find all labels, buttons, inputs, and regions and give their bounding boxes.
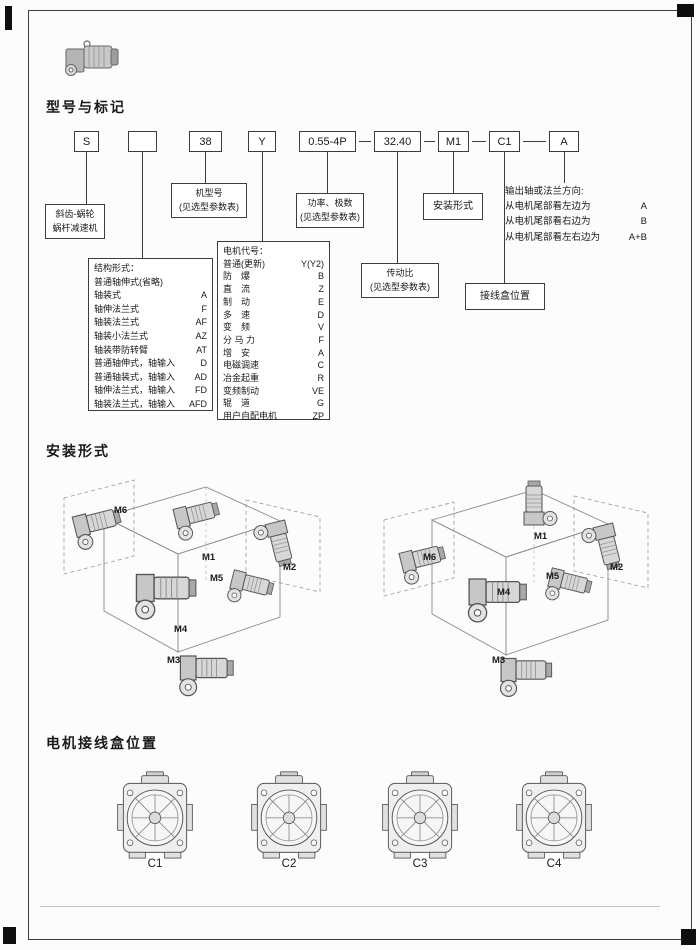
section-title-mounting: 安装形式 — [46, 443, 110, 459]
code-box-terminal: C1 — [489, 131, 520, 152]
connector-dash — [424, 141, 435, 142]
terminal-position-label: C4 — [546, 858, 562, 870]
mounting-position-label: M5 — [210, 573, 224, 584]
connector-line — [327, 152, 328, 193]
direction-row: 从电机尾部看左右边为 A+B — [505, 231, 647, 243]
motor-list-title: 电机代号： — [223, 246, 269, 256]
corner-mark-bottom-right — [681, 929, 696, 945]
connector-line — [86, 152, 87, 204]
terminal-position-label: C2 — [281, 858, 297, 870]
corner-mark-top-left — [5, 6, 12, 30]
code-box-direction: A — [549, 131, 579, 152]
mounting-position-label: M5 — [546, 571, 560, 582]
mounting-position-label: M4 — [497, 587, 511, 598]
terminal-position-label: C3 — [412, 858, 428, 870]
callout-reducer-type: 斜齿-蜗轮 蜗杆减速机 — [45, 204, 105, 239]
direction-row: 从电机尾部看左边为 A — [505, 201, 647, 213]
callout-ratio: 传动比 (见选型参数表) — [361, 263, 439, 298]
structure-list-title: 结构形式： — [94, 263, 140, 273]
code-box-size: 38 — [189, 131, 222, 152]
callout-power: 功率、极数 (见选型参数表) — [296, 193, 364, 228]
corner-mark-top-right — [677, 4, 694, 17]
mounting-position-label: M3 — [167, 655, 181, 666]
callout-terminal: 接线盒位置 — [465, 283, 545, 310]
connector-line — [504, 152, 505, 283]
callout-mounting: 安装形式 — [423, 193, 483, 220]
gearmotor-photo — [65, 40, 119, 76]
corner-mark-bottom-left — [3, 927, 16, 944]
terminal-position-label: C1 — [147, 858, 163, 870]
section-title-model-marking: 型号与标记 — [46, 99, 126, 115]
mounting-position-label: M1 — [202, 552, 216, 563]
mounting-position-label: M6 — [423, 552, 437, 563]
mounting-diagram-left — [63, 479, 321, 697]
connector-line — [453, 152, 454, 193]
code-box-series: S — [74, 131, 99, 152]
mounting-position-label: M2 — [610, 562, 624, 573]
connector-line — [205, 152, 206, 183]
connector-line — [397, 152, 398, 263]
structure-item: 普通轴伸式(省略) — [94, 276, 163, 287]
mounting-position-label: M2 — [283, 562, 297, 573]
connector-dash — [359, 141, 371, 142]
motor-face-icon — [382, 771, 458, 859]
mounting-position-label: M3 — [492, 655, 506, 666]
footer-rule — [40, 906, 660, 907]
code-box-power: 0.55-4P — [299, 131, 356, 152]
mounting-diagram-right — [383, 480, 649, 698]
page-border — [28, 10, 692, 940]
code-box-mounting: M1 — [438, 131, 469, 152]
mounting-position-label: M4 — [174, 624, 188, 635]
connector-line — [142, 152, 143, 258]
motor-code-item: 普通(更新)Y(Y2) — [223, 258, 324, 269]
connector-dash — [523, 141, 546, 142]
connector-line — [262, 152, 263, 241]
connector-line — [564, 152, 565, 183]
code-box-motor: Y — [248, 131, 276, 152]
mounting-position-label: M1 — [534, 531, 548, 542]
callout-direction: 输出轴或法兰方向: 从电机尾部看左边为 A 从电机尾部看右边为 B 从电机尾部看… — [505, 184, 647, 245]
code-box-ratio: 32.40 — [374, 131, 421, 152]
mounting-position-label: M6 — [114, 505, 128, 516]
code-box-structure — [128, 131, 157, 152]
section-title-terminal: 电机接线盒位置 — [46, 735, 158, 751]
connector-dash — [472, 141, 486, 142]
direction-row: 从电机尾部看右边为 B — [505, 216, 647, 228]
motor-face-icon — [251, 771, 327, 859]
callout-model: 机型号 (见选型参数表) — [171, 183, 247, 218]
motor-face-icon — [117, 771, 193, 859]
motor-face-icon — [516, 771, 592, 859]
